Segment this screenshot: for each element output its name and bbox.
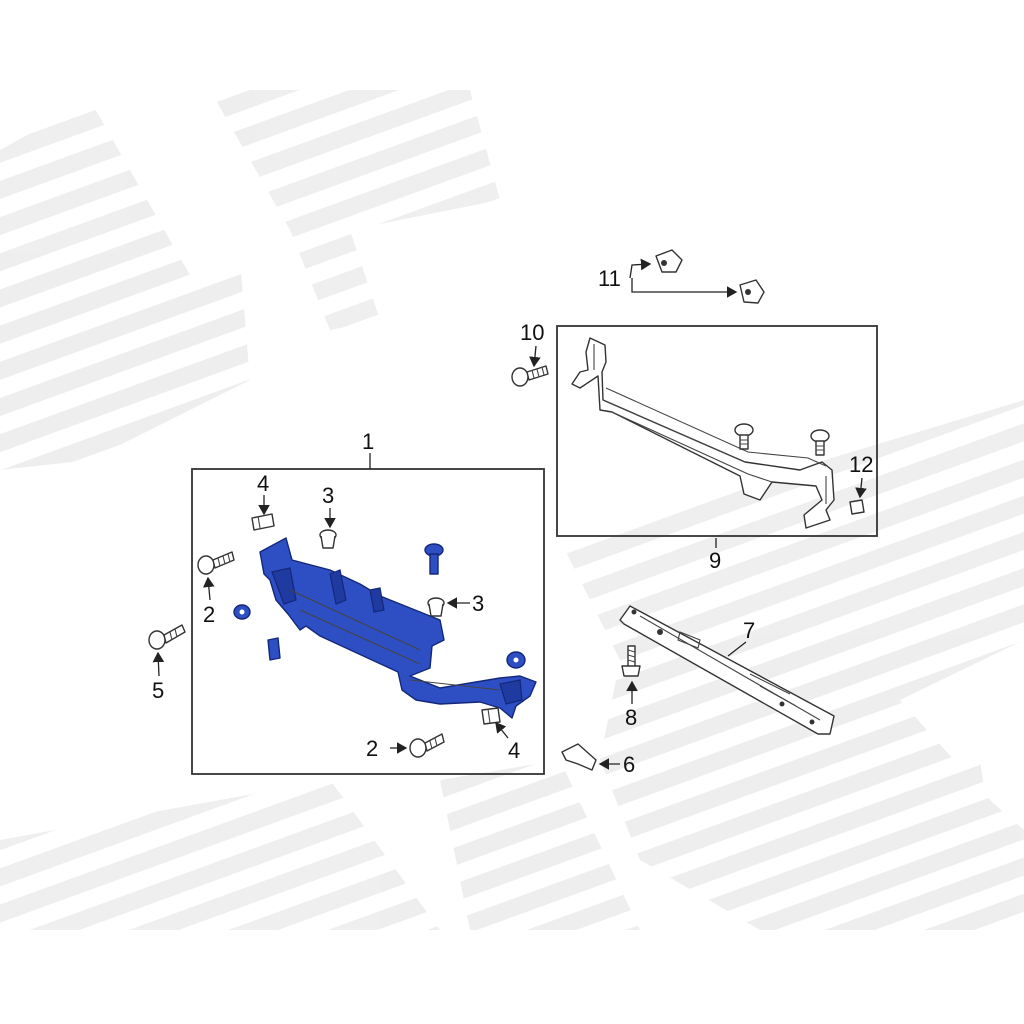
upper-reinforcement-part-9 [571,337,835,529]
clip-part-4-icon [481,707,501,725]
clip-part-4-icon [251,513,275,531]
blue-nut-icon [506,651,526,669]
nut-part-3-icon [319,529,337,549]
assembly-frame-1 [191,468,545,775]
nut-part-3-icon [427,597,445,617]
bolt-part-8-icon [621,645,641,677]
assembly-frame-9 [556,325,878,537]
callout-11: 11 [598,266,621,291]
blue-nut-icon [233,604,251,620]
lower-support-part-1 [259,537,537,719]
callout-8: 8 [625,705,637,730]
clip-part-11-icon [739,279,765,304]
callout-9: 9 [709,548,721,573]
callout-1: 1 [362,429,374,454]
blue-bolt-icon [424,543,444,575]
lower-bar-part-7 [619,605,835,735]
clip-part-12-icon [849,499,865,515]
callout-4-top: 4 [257,471,269,496]
callout-5: 5 [152,678,164,703]
callout-2-left: 2 [203,602,215,627]
clip-part-11-icon [655,249,683,273]
callout-12: 12 [849,452,873,477]
bolt-part-10-icon [511,365,549,387]
callout-10: 10 [520,320,544,345]
blue-clip-icon [267,637,281,661]
bracket-part-6-icon [561,743,597,771]
bolt-part-2-icon [197,551,235,575]
bolt-part-5-icon [148,624,186,650]
callout-6: 6 [623,752,635,777]
callout-3-top: 3 [322,483,334,508]
bolt-icon [734,423,754,450]
leader-lines [152,258,867,770]
callout-2-bottom: 2 [366,736,378,761]
bolt-icon [810,429,830,456]
bolt-part-2-icon [409,733,445,758]
callout-3-right: 3 [472,591,484,616]
callout-4-bottom: 4 [508,738,520,763]
striped-logo-watermark-icon [0,90,1024,930]
callout-labels: 1 4 3 2 3 5 2 4 6 7 8 9 10 11 12 [152,266,873,777]
callout-7: 7 [743,618,755,643]
